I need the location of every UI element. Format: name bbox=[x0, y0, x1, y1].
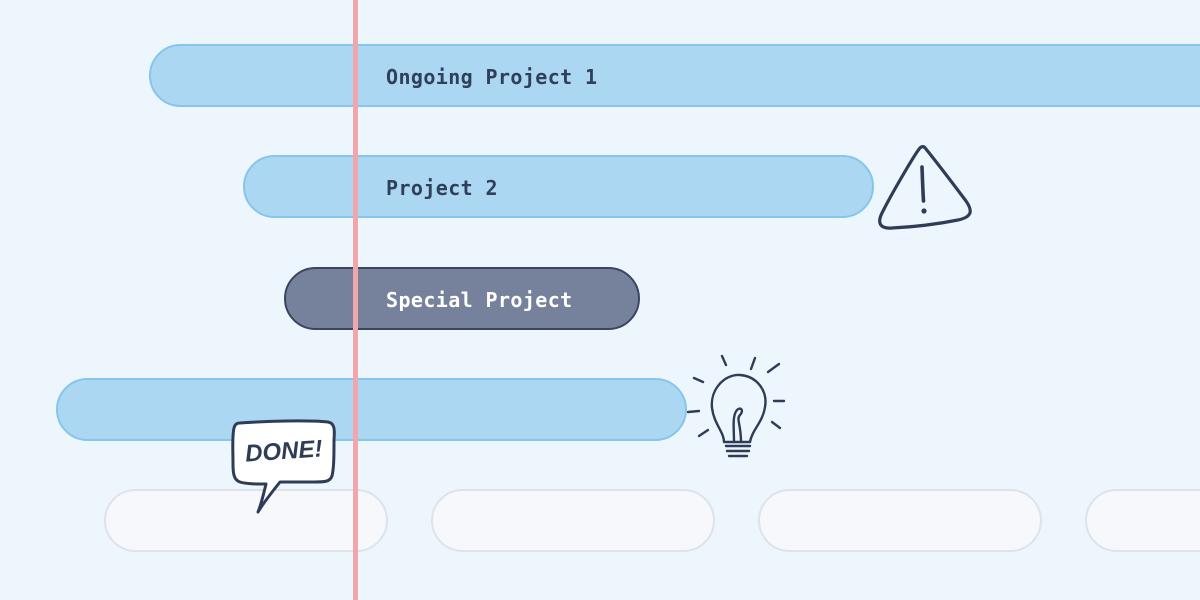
project-bar-completed[interactable] bbox=[56, 378, 687, 441]
project-bar-project-2[interactable] bbox=[243, 155, 874, 218]
speech-bubble-icon: DONE! bbox=[231, 419, 336, 514]
project-label-ongoing-1: Ongoing Project 1 bbox=[386, 65, 598, 89]
project-bar-ongoing-1[interactable] bbox=[149, 44, 1200, 107]
placeholder-bar bbox=[104, 489, 388, 552]
placeholder-bar bbox=[1085, 489, 1200, 552]
placeholder-bar bbox=[758, 489, 1042, 552]
project-bar-special[interactable] bbox=[284, 267, 640, 330]
warning-triangle-icon bbox=[878, 145, 972, 230]
today-marker-line bbox=[353, 0, 358, 600]
done-badge-text: DONE! bbox=[244, 435, 323, 467]
project-label-special: Special Project bbox=[386, 288, 573, 312]
lightbulb-icon bbox=[686, 354, 786, 458]
placeholder-bar bbox=[431, 489, 715, 552]
project-label-project-2: Project 2 bbox=[386, 176, 498, 200]
